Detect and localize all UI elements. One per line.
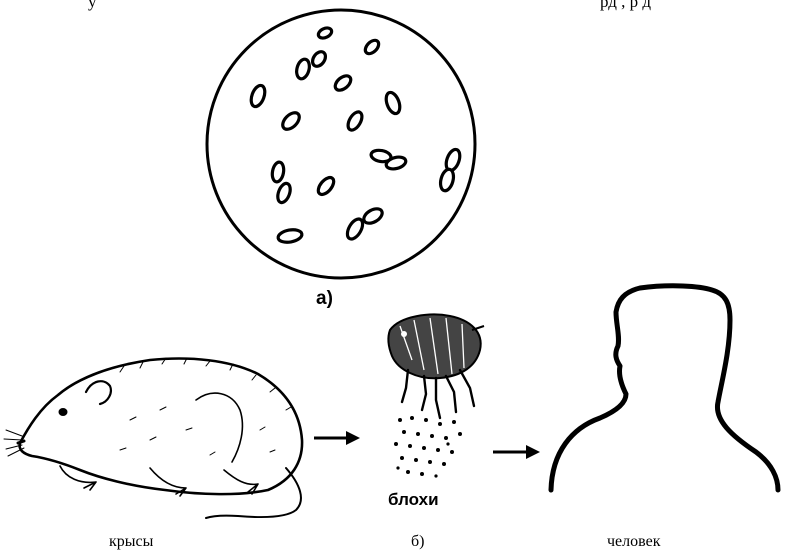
arrow-flea-to-human <box>493 445 540 459</box>
microscope-view <box>207 10 475 278</box>
rat-drawing <box>4 358 302 518</box>
label-a: а) <box>316 288 333 310</box>
flea-droppings <box>394 416 462 478</box>
bacteria-cells <box>249 26 463 244</box>
arrow-rat-to-flea <box>314 431 360 445</box>
flea-drawing <box>388 315 484 478</box>
label-rats: крысы <box>109 533 153 551</box>
human-silhouette <box>551 286 778 490</box>
label-human: человек <box>607 533 660 551</box>
label-b: б) <box>411 533 424 551</box>
label-fleas: блохи <box>388 490 439 510</box>
